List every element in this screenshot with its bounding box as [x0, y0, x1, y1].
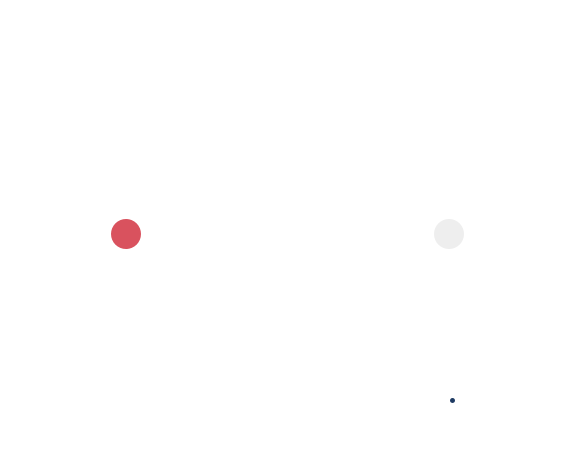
target-circle-gray[interactable] [434, 219, 464, 249]
marker-dot [450, 398, 455, 403]
target-circle-red[interactable] [111, 219, 141, 249]
